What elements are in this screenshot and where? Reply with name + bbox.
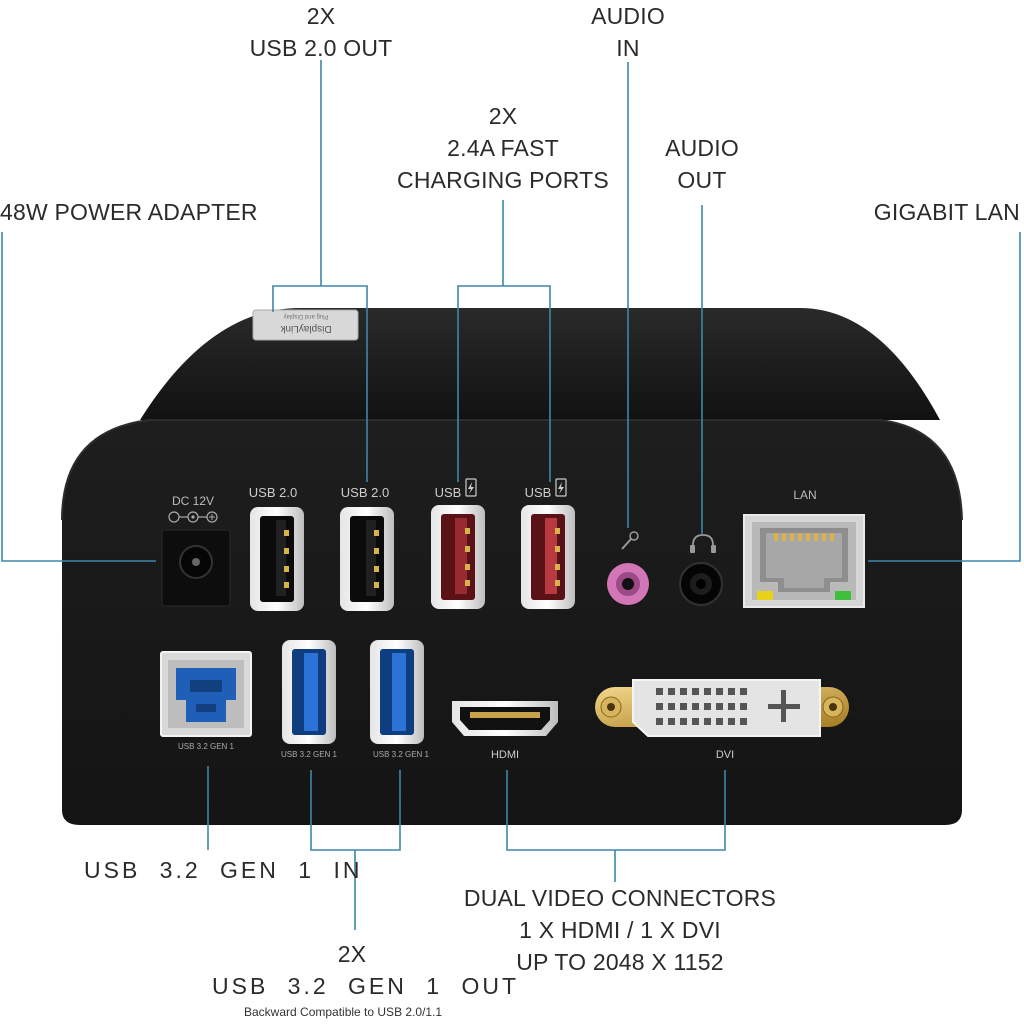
usb-2-port-1: USB 2.0 <box>249 485 304 611</box>
lan-port: LAN <box>743 488 865 608</box>
callout-line: 2X <box>488 103 518 129</box>
callout-line: USB 3.2 GEN 1 IN <box>84 857 363 883</box>
callout-line: UP TO 2048 X 1152 <box>516 949 724 975</box>
battery-charging-icon <box>555 478 567 497</box>
backward-compatible-note: Backward Compatible to USB 2.0/1.1 <box>244 1005 443 1019</box>
usb-2-port-2: USB 2.0 <box>340 485 394 611</box>
callout-video: DUAL VIDEO CONNECTORS 1 X HDMI / 1 X DVI… <box>440 882 800 978</box>
displaylink-logo: DisplayLink Plug and Display <box>252 309 359 341</box>
callout-line: 48W POWER ADAPTER <box>0 199 258 225</box>
callout-line: AUDIO <box>665 135 739 161</box>
port-label: USB <box>525 485 552 500</box>
port-label: DVI <box>716 749 734 761</box>
callout-line: USB 2.0 OUT <box>249 35 393 61</box>
port-label: USB 2.0 <box>249 485 297 500</box>
callout-line: AUDIO <box>591 3 665 29</box>
port-label: USB 3.2 GEN 1 <box>373 750 430 759</box>
port-label: DisplayLink <box>279 323 331 334</box>
callout-lines <box>1 60 1021 930</box>
port-label: HDMI <box>491 749 519 761</box>
headphones-icon <box>690 534 716 553</box>
dvi-port: DVI <box>595 679 849 761</box>
callout-line: DUAL VIDEO CONNECTORS <box>463 885 777 911</box>
callout-line: 2X <box>337 941 367 967</box>
port-label: USB 2.0 <box>341 485 389 500</box>
callout-line: USB 3.2 GEN 1 OUT <box>212 973 520 999</box>
callout-audio-out: AUDIO OUT <box>642 132 762 196</box>
callout-line: 2X <box>306 3 336 29</box>
audio-in-jack <box>607 531 649 605</box>
callout-line: CHARGING PORTS <box>397 167 609 193</box>
port-label: USB 3.2 GEN 1 <box>281 750 338 759</box>
callout-line: 2.4A FAST <box>447 135 559 161</box>
callout-line: OUT <box>677 167 727 193</box>
usb-charging-port-1: USB <box>431 478 485 609</box>
callout-usb32-out: 2X USB 3.2 GEN 1 OUT <box>212 938 520 1002</box>
port-label: LAN <box>793 488 816 502</box>
callout-audio-in: AUDIO IN <box>568 0 688 64</box>
port-label: DC 12V <box>172 494 214 508</box>
port-label: USB <box>435 485 462 500</box>
callout-line: 1 X HDMI / 1 X DVI <box>519 917 721 943</box>
callout-line: GIGABIT LAN <box>873 199 1020 225</box>
callout-fast-charging: 2X 2.4A FAST CHARGING PORTS <box>383 100 623 196</box>
callout-usb32-in: USB 3.2 GEN 1 IN <box>84 854 363 886</box>
callout-usb20-out: 2X USB 2.0 OUT <box>221 0 421 64</box>
microphone-icon <box>621 531 639 550</box>
usb-3-port-2: USB 3.2 GEN 1 <box>370 640 430 759</box>
port-label: USB 3.2 GEN 1 <box>178 742 235 751</box>
dc-power-jack: DC 12V <box>161 494 231 607</box>
audio-out-jack <box>679 534 723 606</box>
port-label: Plug and Display <box>283 313 328 319</box>
callout-power-adapter: 48W POWER ADAPTER <box>0 196 280 228</box>
battery-charging-icon <box>465 478 477 497</box>
usb-3-port-1: USB 3.2 GEN 1 <box>281 640 338 759</box>
callout-gigabit-lan: GIGABIT LAN <box>846 196 1020 228</box>
hdmi-port: HDMI <box>452 701 558 761</box>
usb-3-type-b-port: USB 3.2 GEN 1 <box>160 651 252 751</box>
usb-charging-port-2: USB <box>521 478 575 609</box>
callout-line: IN <box>616 35 640 61</box>
